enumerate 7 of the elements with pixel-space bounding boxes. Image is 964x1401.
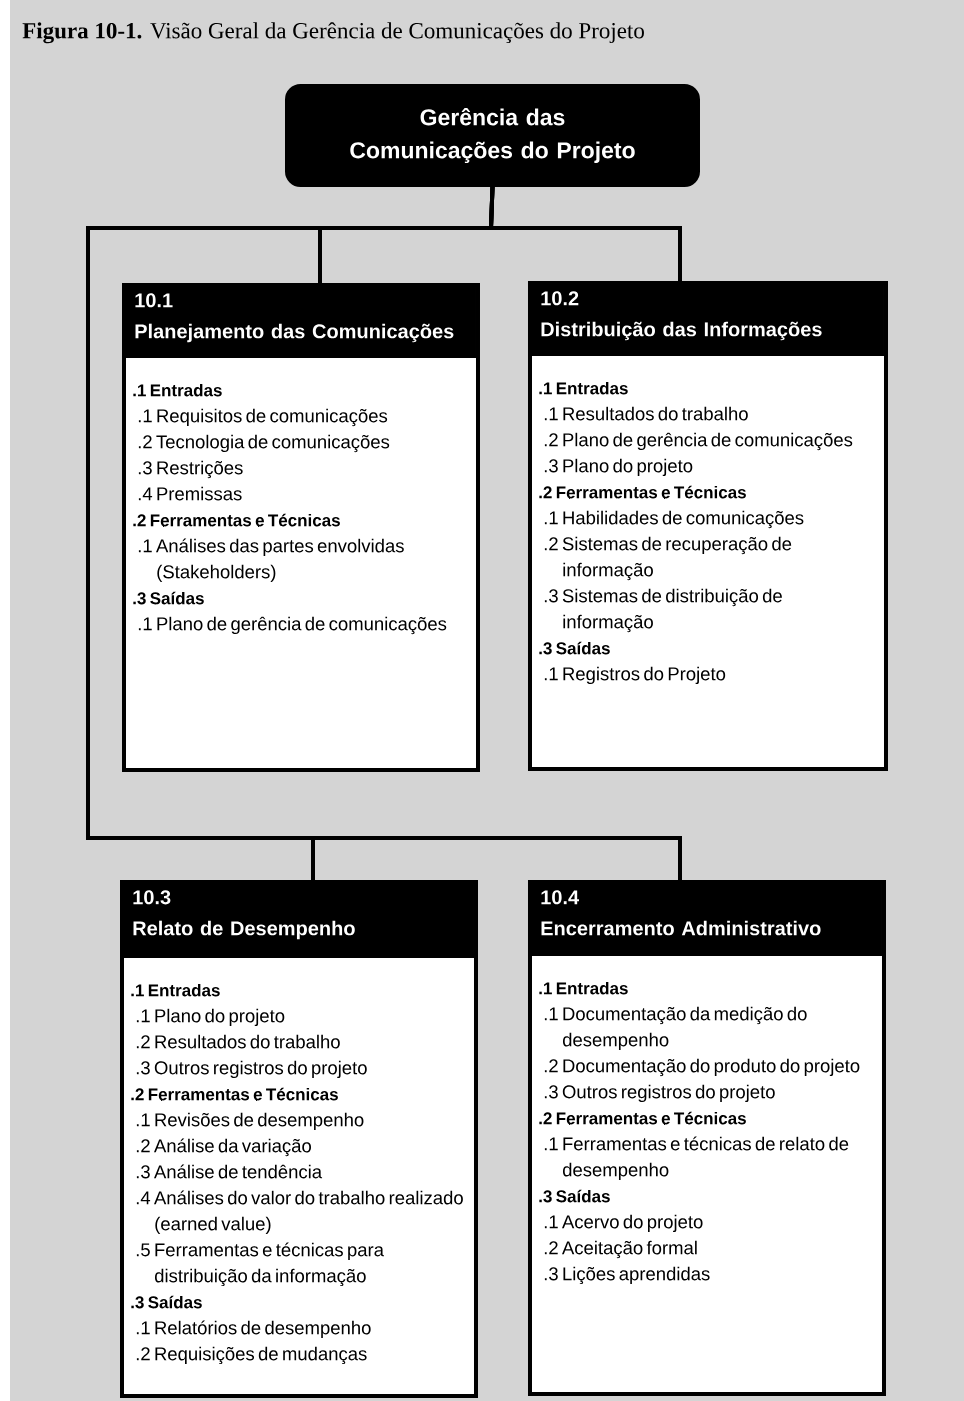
process-box: 10.2 Distribuição das Informações .1 Entradas .1 Resultados do trabalho .2 Plano de gerência de comunicações .3 Plano do projeto .2 Ferramentas e Técnicas .1 Habilidades de comunicações .2 Sistemas de recuperação de informação .3 Sistemas de distribuição de informação .3 Saídas .1 Registros do Projeto: [528, 281, 888, 771]
title-box: Gerência das Comunicações do Projeto: [285, 84, 700, 187]
figure-title: Figura 10-1. Visão Geral da Gerência de Comunicações do Projeto: [22, 22, 644, 44]
process-box: 10.3 Relato de Desempenho .1 Entradas .1 Plano do projeto .2 Resultados do trabalho .3 Outros registros do projeto .2 Ferramentas e Técnicas .1 Revisões de desempenho .2 Análise da variação .3 Análise de tendência .4 Análises do valor do trabalho realizado (earned value) .5 Ferramentas e técnicas para distribuição da informação .3 Saídas .1 Relatórios de desempenho .2 Requisições de mudanças: [120, 880, 478, 1398]
connector-line: [86, 186, 682, 880]
process-box: 10.4 Encerramento Administrativo .1 Entradas .1 Documentação da medição do desempenho .2 Documentação do produto do projeto .3 Outros registros do projeto .2 Ferramentas e Técnicas .1 Ferramentas e técnicas de relato de desempenho .3 Saídas .1 Acervo do projeto .2 Aceitação formal .3 Lições aprendidas: [528, 880, 886, 1396]
process-box: 10.1 Planejamento das Comunicações .1 Entradas .1 Requisitos de comunicações .2 Tecnologia de comunicações .3 Restrições .4 Premissas .2 Ferramentas e Técnicas .1 Análises das partes envolvidas (Stakeholders) .3 Saídas .1 Plano de gerência de comunicações: [122, 283, 480, 772]
